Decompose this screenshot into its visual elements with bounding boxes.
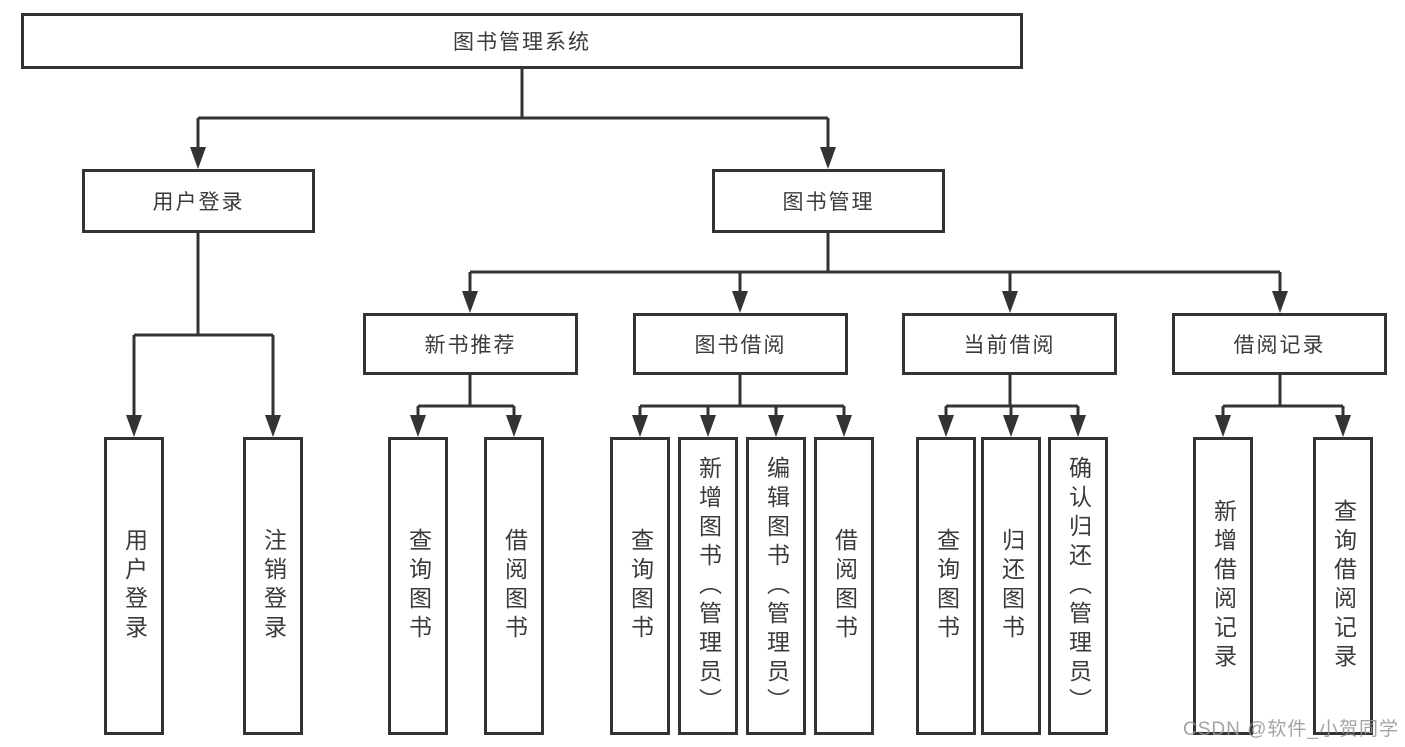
- node-root-label: 图书管理系统: [453, 31, 591, 54]
- connector-newbooks-to-leaves: [416, 375, 516, 419]
- leaf-return-books: 归还图书: [981, 437, 1041, 735]
- node-book-management-label: 图书管理: [782, 191, 875, 214]
- leaf-add-borrow-record: 新增借阅记录: [1193, 437, 1253, 735]
- leaf-edit-books-admin-label: 编辑图书（管理员）: [763, 455, 790, 717]
- leaf-add-borrow-record-label: 新增借阅记录: [1210, 499, 1237, 673]
- leaf-query-books-2: 查询图书: [610, 437, 670, 735]
- node-current-borrowing: 当前借阅: [902, 313, 1117, 375]
- connector-userlogin-to-leaves: [132, 233, 275, 418]
- leaf-query-books-1: 查询图书: [388, 437, 448, 735]
- arrowheads: [126, 147, 1351, 437]
- leaf-user-login: 用户登录: [104, 437, 164, 735]
- connector-records-to-leaves: [1221, 375, 1345, 419]
- connector-root-to-level2: [196, 69, 830, 150]
- node-user-login-label: 用户登录: [152, 191, 245, 214]
- leaf-return-books-label: 归还图书: [998, 528, 1025, 644]
- leaf-confirm-return-admin-label: 确认归还（管理员）: [1065, 455, 1092, 717]
- leaf-add-books-admin-label: 新增图书（管理员）: [695, 455, 722, 717]
- watermark: CSDN @软件_小贺同学: [1183, 719, 1399, 740]
- node-book-borrowing: 图书借阅: [633, 313, 848, 375]
- connector-borrowing-to-leaves: [638, 375, 846, 419]
- leaf-query-borrow-record-label: 查询借阅记录: [1330, 499, 1357, 673]
- leaf-edit-books-admin: 编辑图书（管理员）: [746, 437, 806, 735]
- leaf-query-books-2-label: 查询图书: [627, 528, 654, 644]
- leaf-borrow-books-2: 借阅图书: [814, 437, 874, 735]
- leaf-logout: 注销登录: [243, 437, 303, 735]
- leaf-borrow-books-2-label: 借阅图书: [831, 528, 858, 644]
- node-new-book-recommend-label: 新书推荐: [424, 334, 517, 357]
- leaf-add-books-admin: 新增图书（管理员）: [678, 437, 738, 735]
- leaf-borrow-books-1-label: 借阅图书: [501, 528, 528, 644]
- node-current-borrowing-label: 当前借阅: [963, 334, 1056, 357]
- leaf-query-books-3: 查询图书: [916, 437, 976, 735]
- node-user-login: 用户登录: [82, 169, 315, 233]
- leaf-user-login-label: 用户登录: [121, 528, 148, 644]
- leaf-borrow-books-1: 借阅图书: [484, 437, 544, 735]
- connector-current-to-leaves: [944, 375, 1080, 419]
- node-book-management: 图书管理: [712, 169, 945, 233]
- node-new-book-recommend: 新书推荐: [363, 313, 578, 375]
- leaf-logout-label: 注销登录: [260, 528, 287, 644]
- leaf-query-borrow-record: 查询借阅记录: [1313, 437, 1373, 735]
- node-book-borrowing-label: 图书借阅: [694, 334, 787, 357]
- leaf-query-books-3-label: 查询图书: [933, 528, 960, 644]
- leaf-confirm-return-admin: 确认归还（管理员）: [1048, 437, 1108, 735]
- leaf-query-books-1-label: 查询图书: [405, 528, 432, 644]
- connector-bookmgmt-to-level3: [468, 233, 1282, 293]
- node-root: 图书管理系统: [21, 13, 1023, 69]
- node-borrowing-records-label: 借阅记录: [1233, 334, 1326, 357]
- node-borrowing-records: 借阅记录: [1172, 313, 1387, 375]
